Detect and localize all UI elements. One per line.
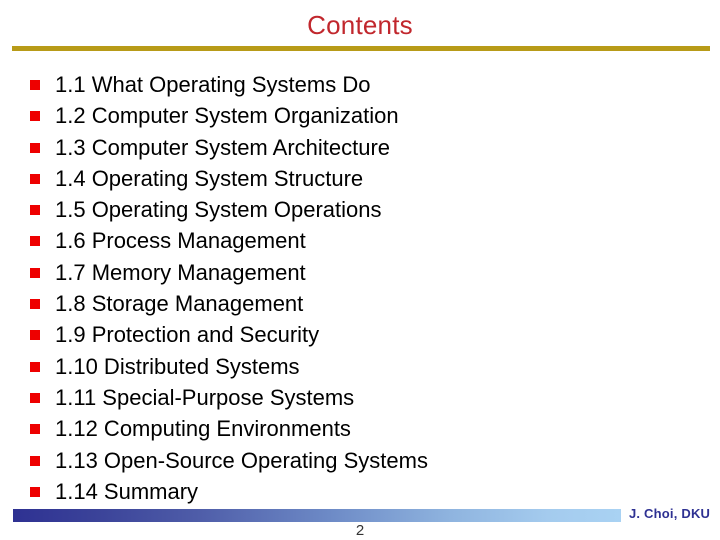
list-item-label: 1.3 Computer System Architecture bbox=[55, 134, 391, 160]
list-item[interactable]: 1.3 Computer System Architecture bbox=[28, 132, 708, 163]
square-bullet-icon bbox=[30, 267, 40, 278]
list-item[interactable]: 1.9 Protection and Security bbox=[28, 319, 708, 350]
square-bullet-icon bbox=[30, 111, 40, 122]
list-item[interactable]: 1.7 Memory Management bbox=[28, 257, 708, 288]
list-item[interactable]: 1.4 Operating System Structure bbox=[28, 163, 708, 194]
list-item-label: 1.14 Summary bbox=[55, 478, 199, 504]
list-item[interactable]: 1.8 Storage Management bbox=[28, 288, 708, 319]
list-item[interactable]: 1.12 Computing Environments bbox=[28, 413, 708, 444]
contents-list: 1.1 What Operating Systems Do 1.2 Comput… bbox=[28, 69, 708, 507]
square-bullet-icon bbox=[30, 236, 40, 247]
list-item[interactable]: 1.14 Summary bbox=[28, 476, 708, 507]
list-item-label: 1.2 Computer System Organization bbox=[55, 103, 399, 129]
list-item-label: 1.6 Process Management bbox=[55, 228, 306, 254]
page-number: 2 bbox=[355, 522, 365, 539]
title-divider-rule bbox=[12, 46, 710, 51]
square-bullet-icon bbox=[30, 80, 40, 90]
list-item-label: 1.4 Operating System Structure bbox=[55, 165, 364, 191]
list-item[interactable]: 1.1 What Operating Systems Do bbox=[28, 69, 708, 100]
list-item-label: 1.13 Open-Source Operating Systems bbox=[55, 447, 428, 473]
square-bullet-icon bbox=[30, 330, 40, 341]
list-item-label: 1.7 Memory Management bbox=[55, 259, 306, 285]
square-bullet-icon bbox=[30, 205, 40, 216]
list-item-label: 1.12 Computing Environments bbox=[55, 416, 351, 442]
square-bullet-icon bbox=[30, 455, 40, 466]
list-item-label: 1.9 Protection and Security bbox=[55, 322, 320, 348]
list-item[interactable]: 1.10 Distributed Systems bbox=[28, 351, 708, 382]
square-bullet-icon bbox=[30, 299, 40, 310]
square-bullet-icon bbox=[30, 173, 40, 184]
list-item[interactable]: 1.2 Computer System Organization bbox=[28, 100, 708, 131]
list-item[interactable]: 1.6 Process Management bbox=[28, 225, 708, 256]
list-item-label: 1.11 Special-Purpose Systems bbox=[55, 384, 355, 410]
square-bullet-icon bbox=[30, 392, 40, 403]
list-item[interactable]: 1.11 Special-Purpose Systems bbox=[28, 382, 708, 413]
list-item-label: 1.8 Storage Management bbox=[55, 291, 304, 317]
list-item-label: 1.5 Operating System Operations bbox=[55, 197, 382, 223]
list-item-label: 1.10 Distributed Systems bbox=[55, 353, 300, 379]
footer-gradient-bar bbox=[13, 509, 621, 522]
square-bullet-icon bbox=[30, 142, 40, 153]
list-item[interactable]: 1.5 Operating System Operations bbox=[28, 194, 708, 225]
footer-credit: J. Choi, DKU bbox=[629, 506, 711, 521]
square-bullet-icon bbox=[30, 486, 40, 497]
page-title: Contents bbox=[307, 10, 413, 40]
square-bullet-icon bbox=[30, 361, 40, 372]
square-bullet-icon bbox=[30, 424, 40, 435]
list-item-label: 1.1 What Operating Systems Do bbox=[55, 72, 371, 97]
list-item[interactable]: 1.13 Open-Source Operating Systems bbox=[28, 445, 708, 476]
